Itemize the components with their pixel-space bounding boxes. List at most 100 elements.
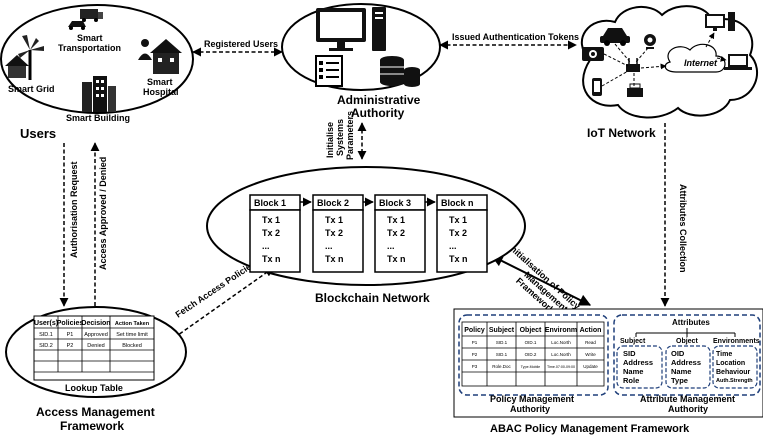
lookup-cell: Blocked (122, 343, 142, 349)
policy-cell: Write (585, 352, 596, 357)
block-title: Block n (441, 198, 474, 208)
iot-network-group: Internet IoT Network (580, 5, 759, 140)
iot-network-label: IoT Network (587, 126, 656, 140)
block-tx: Tx 2 (449, 228, 467, 238)
registered-users-label: Registered Users (204, 39, 278, 49)
blockchain-label: Blockchain Network (315, 291, 430, 305)
attr-subject-box (616, 345, 663, 389)
attr-subject-items: SID Address Name Role (623, 349, 655, 385)
block-tx: Tx 1 (325, 215, 343, 225)
policy-cell: SID.1 (496, 352, 508, 357)
block-tx: ... (325, 241, 333, 251)
attributes-collection-label: Attributes Collection (678, 184, 688, 273)
vehicle-icon (68, 9, 103, 30)
lookup-header-cell: Action Taken (115, 321, 150, 327)
block-tx: Tx n (387, 254, 406, 264)
attributes-tree-lines (635, 328, 736, 337)
smart-building-label: Smart Building (66, 113, 130, 123)
svg-text:Initialise Systems: Initialise Systems Parameters (325, 111, 355, 160)
block-tx: Tx n (262, 254, 281, 264)
lookup-cell: SID.2 (39, 343, 53, 349)
lookup-cell: P2 (67, 343, 74, 349)
blockchain-group: Block 1 Tx 1 Tx 2... Tx n Block 2 Tx 1 Tx 2...… (206, 166, 526, 305)
lookup-table (33, 315, 155, 381)
checklist-icon (315, 55, 343, 87)
printer-icon (627, 83, 643, 97)
block-tx: Tx 1 (449, 215, 467, 225)
phone-icon (592, 78, 602, 96)
attr-subject-header: Subject (620, 338, 646, 345)
attr-mgmt-label: Attribute Management Authority (640, 394, 738, 414)
smart-grid-label: Smart Grid (8, 84, 55, 94)
block-body (312, 209, 364, 273)
policy-cell: OID.1 (525, 340, 537, 345)
init-params-label: Initialise Systems Parameters (325, 111, 355, 160)
internet-label: Internet (684, 58, 718, 68)
lookup-cell: SID.1 (39, 332, 53, 338)
attr-object-items: OID Address Name Type (671, 349, 703, 385)
smart-transportation-label: Smart Transportation (58, 33, 121, 53)
issued-tokens-label: Issued Authentication Tokens (452, 32, 579, 42)
lookup-cell: Denied (87, 343, 104, 349)
policy-cell: Loc.North (551, 340, 571, 345)
block-tx: Tx 2 (325, 228, 343, 238)
lookup-cell: Approved (84, 332, 108, 338)
policy-cell: Time.07:00-09:00 (547, 365, 575, 369)
lookup-cell: P1 (67, 332, 74, 338)
policy-cell: SID.1 (496, 340, 508, 345)
block-title: Block 2 (317, 198, 349, 208)
attr-env-box (712, 345, 758, 389)
block-body (436, 209, 488, 273)
block-tx: ... (262, 241, 270, 251)
policy-cell: Update (583, 364, 598, 369)
block-tx: Tx 2 (262, 228, 280, 238)
users-group: Smart Grid Smart Transportation Smart Ho… (0, 4, 194, 141)
block-tx: Tx 2 (387, 228, 405, 238)
policy-header-cell: Subject (489, 327, 515, 334)
policy-cell: Role.Doc (492, 364, 511, 369)
block-body (374, 209, 426, 273)
attr-object-box (665, 345, 711, 389)
block-tx: Tx 1 (262, 215, 280, 225)
desktop-icon (705, 12, 735, 31)
policy-cell: OID.2 (525, 352, 537, 357)
policy-header-cell: Object (520, 327, 542, 334)
block-tx: Tx 1 (387, 215, 405, 225)
access-framework-label: Access Management Framework (36, 405, 158, 433)
users-label: Users (20, 126, 56, 141)
lookup-cell: Set time limit (116, 332, 148, 338)
policy-header-cell: Policy (464, 327, 485, 334)
abac-label: ABAC Policy Management Framework (490, 423, 690, 435)
car-icon (600, 28, 630, 46)
block-title: Block 3 (379, 198, 411, 208)
camera-icon (582, 47, 604, 61)
block-title: Block 1 (254, 198, 286, 208)
policy-header-cell: Environm (545, 327, 577, 334)
policy-mgmt-label: Policy Management Authority (490, 394, 577, 414)
policy-cell: Loc.North (551, 352, 571, 357)
webcam-icon (644, 34, 656, 49)
computer-icon (316, 7, 386, 51)
policy-cell: P2 (472, 352, 478, 357)
building-icon (82, 76, 116, 112)
block-tx: Tx n (325, 254, 344, 264)
admin-authority-group: Administrative Authority (281, 3, 441, 120)
policy-cell: P1 (472, 340, 478, 345)
attr-object-header: Object (676, 338, 698, 345)
lookup-header-cell: User(s) (34, 320, 58, 327)
block-tx: ... (387, 241, 395, 251)
database-icon (380, 56, 420, 87)
internet-cloud-icon (664, 43, 726, 73)
attributes-title: Attributes (672, 318, 710, 327)
policy-cell: Type.Mobile (521, 365, 540, 369)
lookup-table-caption: Lookup Table (65, 383, 123, 393)
main-arrows (59, 40, 670, 341)
init-policy-arrow (490, 255, 592, 306)
lookup-header-cell: Decision (81, 320, 110, 327)
policy-cell: P3 (472, 364, 478, 369)
